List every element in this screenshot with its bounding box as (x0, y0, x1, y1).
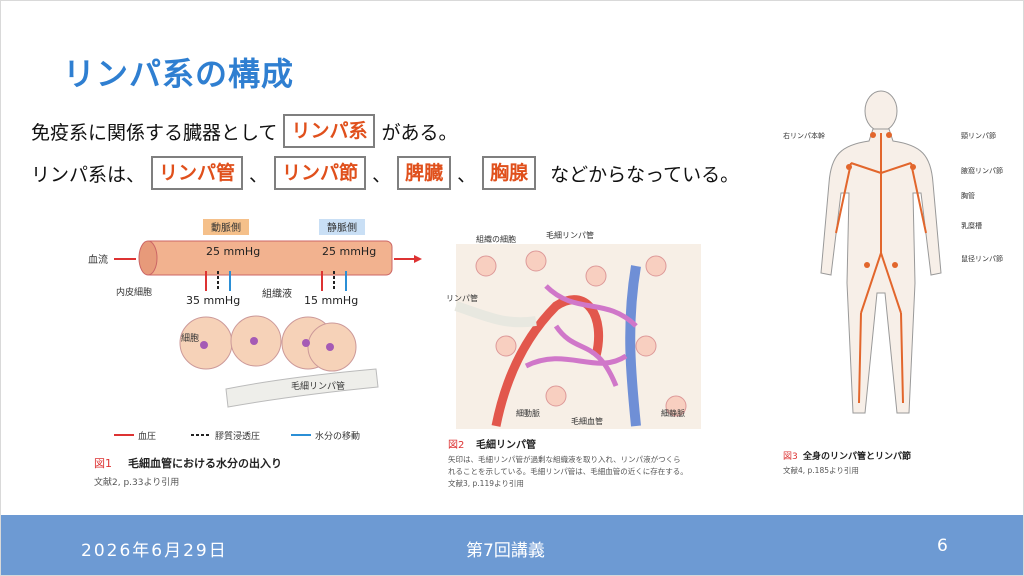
label-cisterna: 乳糜槽 (961, 221, 982, 230)
body-head (865, 91, 897, 131)
figure-3-caption: 全身のリンパ管とリンパ節 (802, 450, 911, 462)
answer-box-thymus: 胸腺 (482, 156, 536, 190)
label-tissue-cell: 組織の細胞 (476, 234, 516, 244)
figure-3-body-lymphatics: 右リンパ本幹 頸リンパ節 腋窩リンパ節 胸管 乳糜槽 鼠径リンパ節 図3 全身の… (781, 83, 1023, 483)
capillary-opening (139, 241, 157, 275)
tissue-cell (476, 256, 496, 276)
pressure-venous: 25 mmHg (322, 245, 376, 258)
answer-box-lymph-vessel: リンパ管 (151, 156, 243, 190)
label-right-duct: 右リンパ本幹 (783, 131, 825, 140)
lymph-node (846, 164, 852, 170)
separator: 、 (457, 160, 476, 187)
legend-osm-label: 膠質浸透圧 (215, 430, 260, 442)
separator: 、 (372, 160, 391, 187)
figure-1-source: 文献2, p.33より引用 (94, 476, 179, 488)
sentence-2: リンパ系は、 リンパ管 、 リンパ節 、 脾臓 、 胸腺 などからなっている。 (31, 156, 739, 190)
lymph-node (910, 164, 916, 170)
sentence-1: 免疫系に関係する臓器として リンパ系 がある。 (31, 114, 457, 148)
sentence-1-end: がある。 (381, 118, 457, 145)
slide-title: リンパ系の構成 (63, 49, 294, 95)
answer-box-spleen: 脾臓 (397, 156, 451, 190)
venous-side-label: 静脈側 (327, 221, 357, 234)
nucleus (302, 339, 310, 347)
tissue-fluid-label: 組織液 (262, 287, 292, 300)
page-number: 6 (937, 536, 948, 556)
figure-1-number: 図1 (94, 457, 112, 470)
footer-date: 2026年6月29日 (81, 536, 228, 561)
label-thoracic-duct: 胸管 (961, 191, 975, 200)
venule-vessel (630, 266, 636, 426)
tissue-cell (526, 251, 546, 271)
lymph-node (870, 132, 876, 138)
figure-3-source: 文献4, p.185より引用 (783, 465, 859, 475)
tissue-cell (646, 256, 666, 276)
tissue-cell (546, 386, 566, 406)
figure-2-number: 図2 (448, 439, 464, 451)
cell-label: 細胞 (181, 332, 199, 344)
figure-2-caption: 毛細リンパ管 (476, 438, 536, 451)
separator: 、 (249, 160, 268, 187)
answer-box-lymph-node: リンパ節 (274, 156, 366, 190)
figure-1-caption: 毛細血管における水分の出入り (128, 456, 282, 470)
figure-2-lymph-network: 組織の細胞 毛細リンパ管 リンパ管 細動脈 毛細血管 細静脈 図2 毛細リンパ管… (446, 226, 716, 496)
nucleus (250, 337, 258, 345)
legend-bp-label: 血圧 (138, 430, 156, 442)
answer-box-lymph-system: リンパ系 (283, 114, 375, 148)
nucleus (200, 341, 208, 349)
flow-arrowhead (414, 255, 422, 263)
pressure-arterial-osm: 35 mmHg (186, 294, 240, 307)
label-inguinal-node: 鼠径リンパ節 (961, 254, 1003, 263)
lymph-node (864, 262, 870, 268)
endothelium-label: 内皮細胞 (116, 286, 152, 298)
figure-2-desc-2: れることを示している。毛細リンパ管は、毛細血管の近くに存在する。 (448, 466, 688, 476)
label-neck-node: 頸リンパ節 (961, 131, 996, 140)
lymph-node (886, 132, 892, 138)
nucleus (326, 343, 334, 351)
sentence-2-lead: リンパ系は、 (31, 160, 145, 187)
pressure-venous-osm: 15 mmHg (304, 294, 358, 307)
footer-title: 第7回講義 (466, 536, 545, 561)
lymph-node (892, 262, 898, 268)
legend-water-label: 水分の移動 (315, 430, 360, 442)
footer-bar: 2026年6月29日 第7回講義 6 (1, 515, 1023, 575)
label-lymph-capillary: 毛細リンパ管 (546, 230, 594, 240)
tissue-cell (636, 336, 656, 356)
blood-flow-label: 血流 (88, 253, 108, 266)
arterial-side-label: 動脈側 (211, 221, 241, 234)
label-axillary-node: 腋窩リンパ節 (961, 166, 1003, 175)
tissue-cell (586, 266, 606, 286)
figure-2-desc-1: 矢印は、毛細リンパ管が過剰な組織液を取り入れ、リンパ液がつくら (448, 454, 681, 464)
label-capillary: 毛細血管 (571, 416, 603, 426)
pressure-arterial: 25 mmHg (206, 245, 260, 258)
figure-3-number: 図3 (783, 451, 798, 462)
sentence-2-tail: などからなっている。 (550, 160, 739, 187)
label-venule: 細静脈 (661, 408, 685, 418)
tissue-cell (496, 336, 516, 356)
sentence-1-text: 免疫系に関係する臓器として (31, 118, 277, 145)
figure-2-source: 文献3, p.119より引用 (448, 478, 524, 488)
label-arteriole: 細動脈 (516, 408, 540, 418)
figure-1-capillary: 動脈側 静脈側 血流 25 mmHg 25 mmHg 内皮細胞 35 mmHg … (86, 211, 426, 501)
label-lymph-vessel: リンパ管 (446, 293, 478, 303)
lymph-capillary-label: 毛細リンパ管 (291, 380, 345, 392)
